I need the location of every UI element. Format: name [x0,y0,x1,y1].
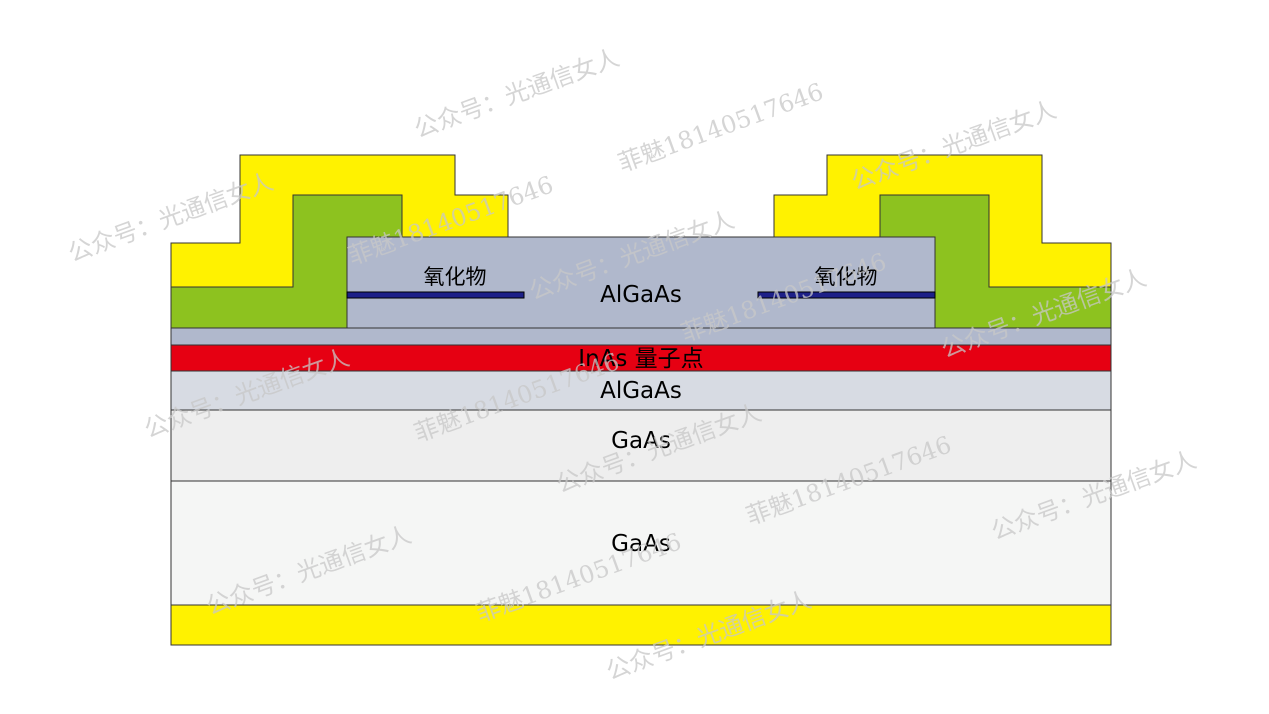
algaas-upper-mesa [346,236,936,329]
algaas-upper-label: AlGaAs [600,282,682,308]
left-ohmic-contact [170,194,403,329]
gaas-buffer-layer [170,409,1112,482]
left-oxide-aperture [346,291,525,299]
quantum-dot-label: InAs 量子点 [578,346,703,372]
gaas-substrate-label: GaAs [611,531,671,557]
gaas-upper-label: GaAs [611,428,671,454]
gaas-substrate-layer [170,480,1112,606]
watermark-account: 公众号：光通信女人 [410,43,623,143]
algaas-lower-label: AlGaAs [600,378,682,404]
bottom-metal-contact [170,604,1112,646]
right-ohmic-contact [879,194,1112,329]
right-oxide-label: 氧化物 [815,265,878,289]
watermark-contact: 菲魅18140517646 [614,77,827,177]
inas-quantum-dot-layer [170,344,1112,372]
left-oxide-label: 氧化物 [424,265,487,289]
right-oxide-aperture [757,291,936,299]
